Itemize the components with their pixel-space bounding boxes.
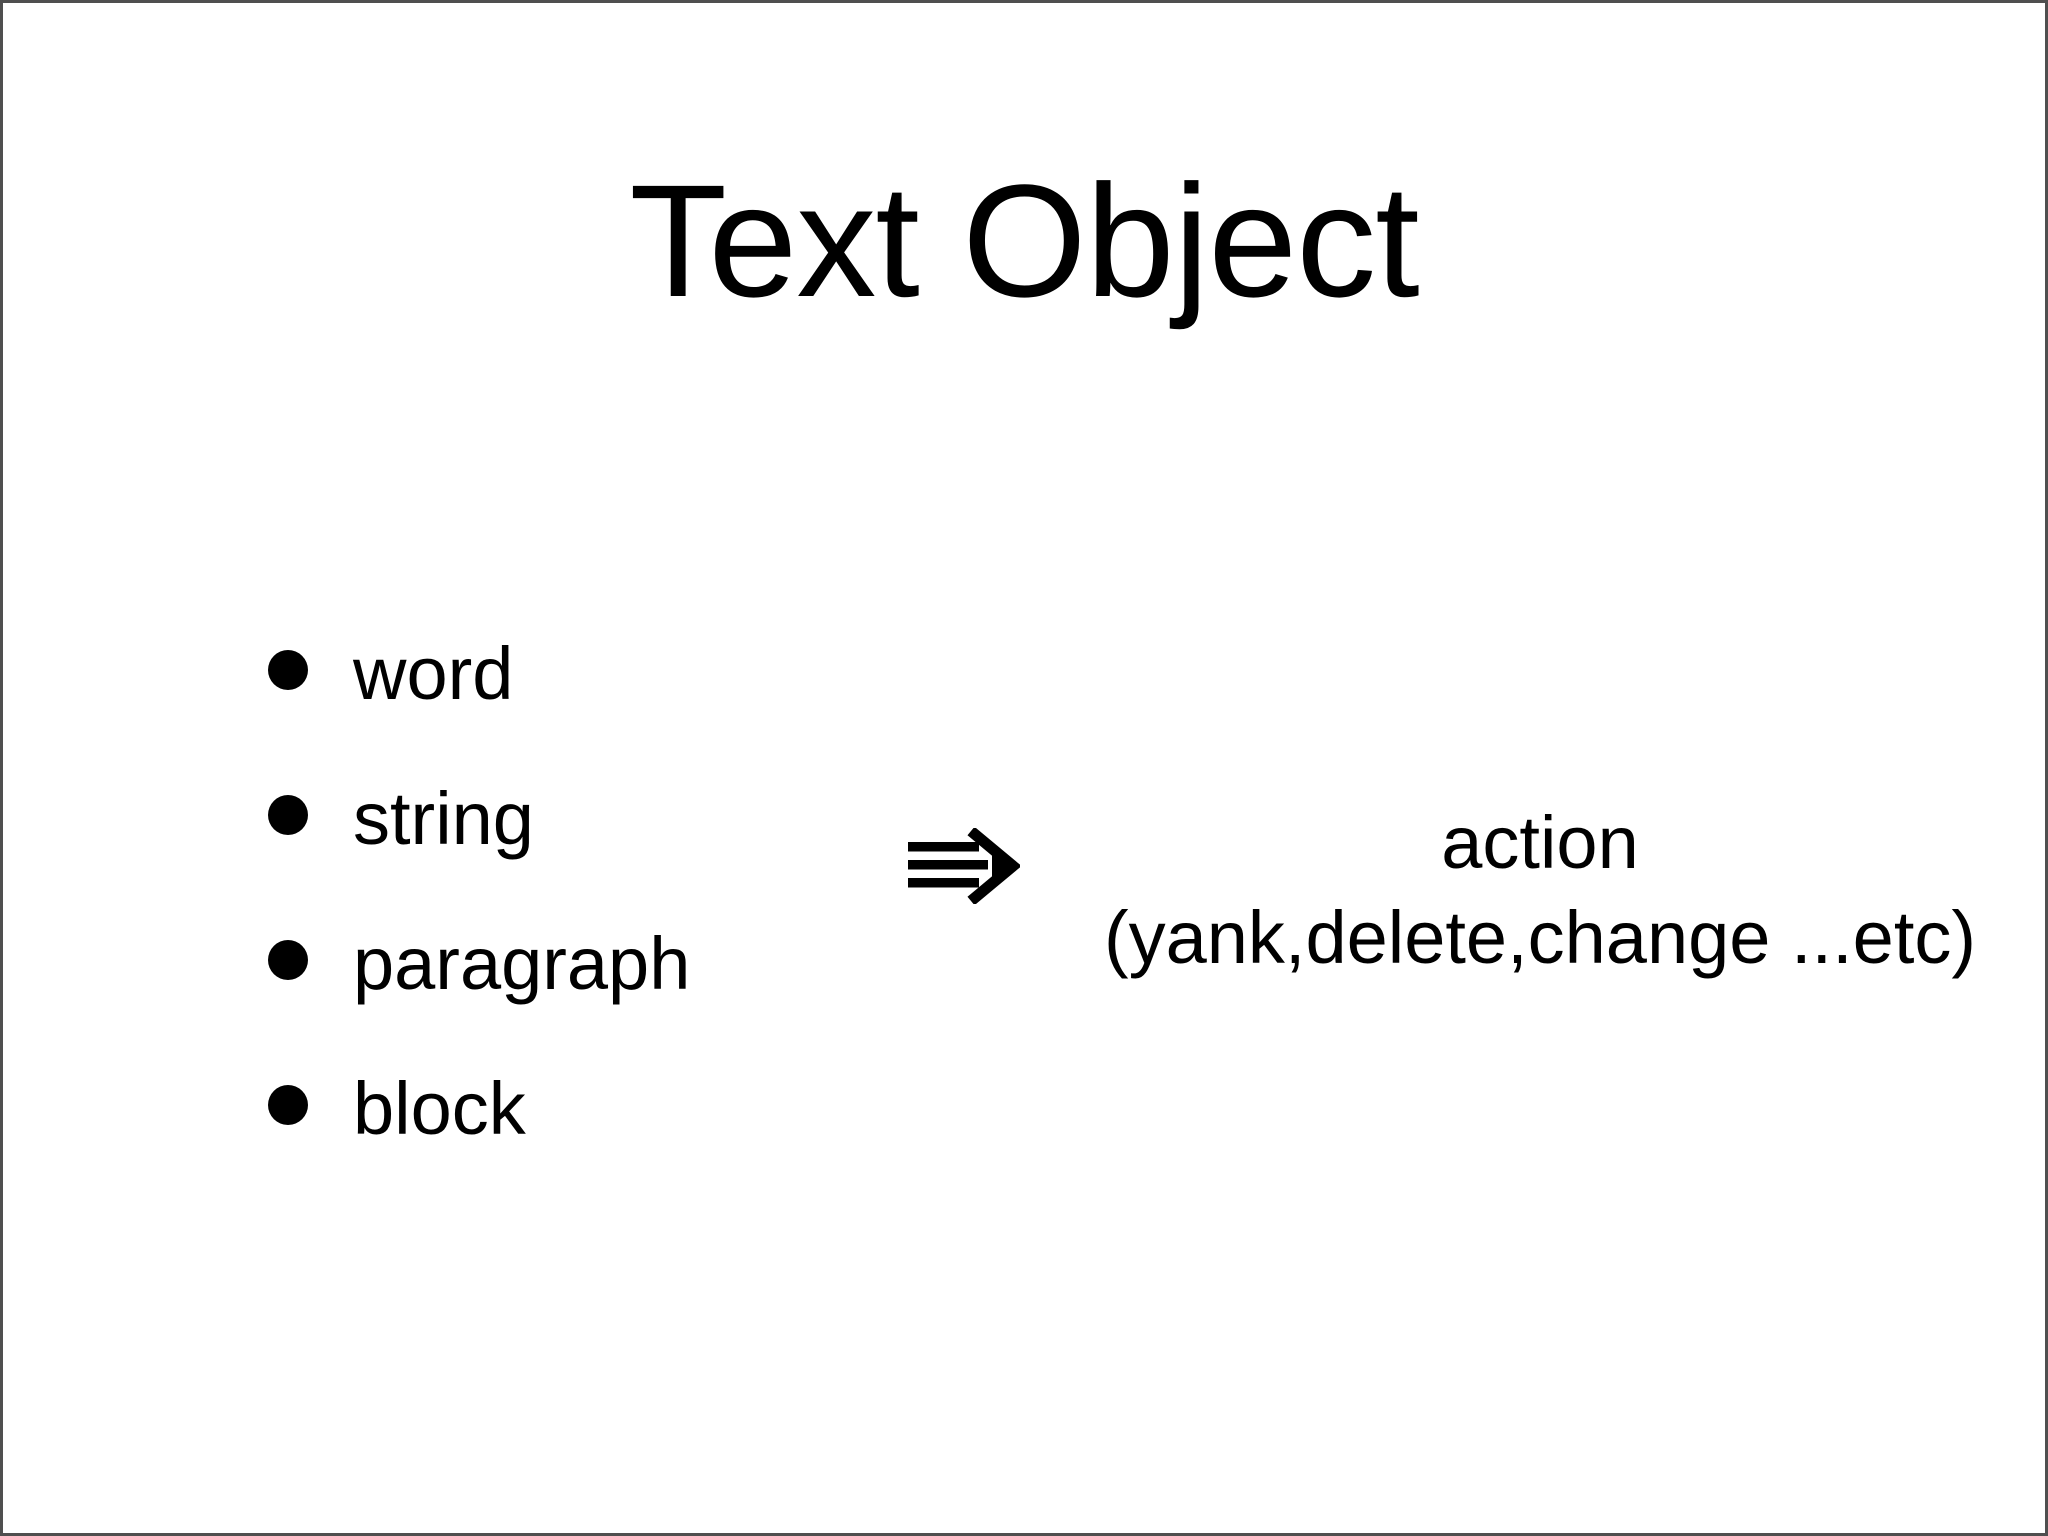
bullet-label: string (353, 777, 534, 860)
bullet-dot-icon (268, 1085, 308, 1125)
action-line-1: action (1441, 801, 1639, 884)
list-item: string (268, 746, 690, 891)
list-item: block (268, 1036, 690, 1181)
bullet-label: word (353, 632, 514, 715)
bullet-label: block (353, 1067, 526, 1150)
list-item: word (268, 601, 690, 746)
bullet-dot-icon (268, 795, 308, 835)
action-line-2: (yank,delete,change ...etc) (1103, 896, 1977, 979)
bullet-dot-icon (268, 940, 308, 980)
bullet-dot-icon (268, 650, 308, 690)
bullet-label: paragraph (353, 922, 691, 1005)
list-item: paragraph (268, 891, 690, 1036)
page-title: Text Object (629, 151, 1419, 330)
bullet-list: word string paragraph block (268, 601, 690, 1181)
action-text: action (yank,delete,change ...etc) (1040, 795, 2040, 985)
triple-arrow-right-icon (908, 828, 1020, 904)
